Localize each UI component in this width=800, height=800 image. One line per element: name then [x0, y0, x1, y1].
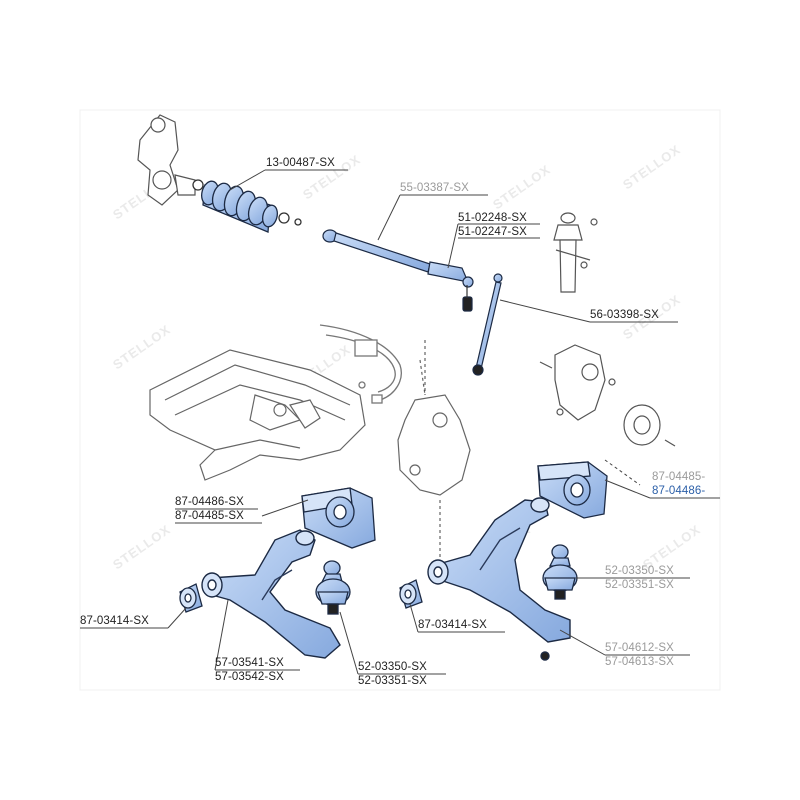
subframe: [149, 349, 366, 481]
label-control-arm-right-a[interactable]: 57-04612-SX: [605, 642, 674, 654]
label-control-arm-left-b[interactable]: 57-03542-SX: [215, 671, 284, 683]
control-arm-right: [427, 497, 571, 661]
leader-lines: [80, 169, 720, 675]
ball-joint-right: [542, 544, 578, 600]
front-bushing-left: [179, 583, 203, 613]
steering-knuckle-left: [137, 114, 196, 206]
bushing-left: [301, 487, 376, 549]
control-arm-left: [201, 529, 341, 659]
label-bushing-right-a[interactable]: 87-04485-: [652, 471, 706, 483]
label-front-bushing-left[interactable]: 87-03414-SX: [80, 615, 149, 627]
label-bushing-right-b[interactable]: 87-04486-: [652, 485, 706, 497]
label-ball-joint-right-b[interactable]: 52-03351-SX: [605, 579, 674, 591]
wheel-hub-right: [539, 344, 676, 447]
label-steering-boot[interactable]: 13-00487-SX: [266, 157, 335, 169]
label-front-bushing-right[interactable]: 87-03414-SX: [418, 619, 487, 631]
label-tie-rod-end-a[interactable]: 51-02248-SX: [458, 212, 527, 224]
steering-knuckle-center: [397, 359, 471, 496]
tie-rod: [322, 229, 474, 312]
strut-assembly: [553, 212, 598, 293]
label-tie-rod[interactable]: 55-03387-SX: [400, 182, 469, 194]
front-bushing-right: [399, 579, 423, 609]
stabilizer-link: [472, 273, 503, 376]
label-ball-joint-left-b[interactable]: 52-03351-SX: [358, 675, 427, 687]
label-bushing-left-b[interactable]: 87-04485-SX: [175, 510, 244, 522]
label-control-arm-right-b[interactable]: 57-04613-SX: [605, 656, 674, 668]
stabilizer-bar: [319, 324, 402, 404]
bushing-right: [537, 461, 608, 519]
steering-boot: [192, 179, 302, 233]
label-control-arm-left-a[interactable]: 57-03541-SX: [215, 657, 284, 669]
label-stabilizer-link[interactable]: 56-03398-SX: [590, 309, 659, 321]
label-bushing-left-a[interactable]: 87-04486-SX: [175, 496, 244, 508]
label-ball-joint-right-a[interactable]: 52-03350-SX: [605, 565, 674, 577]
label-ball-joint-left-a[interactable]: 52-03350-SX: [358, 661, 427, 673]
label-tie-rod-end-b[interactable]: 51-02247-SX: [458, 226, 527, 238]
ball-joint-left: [315, 560, 351, 615]
